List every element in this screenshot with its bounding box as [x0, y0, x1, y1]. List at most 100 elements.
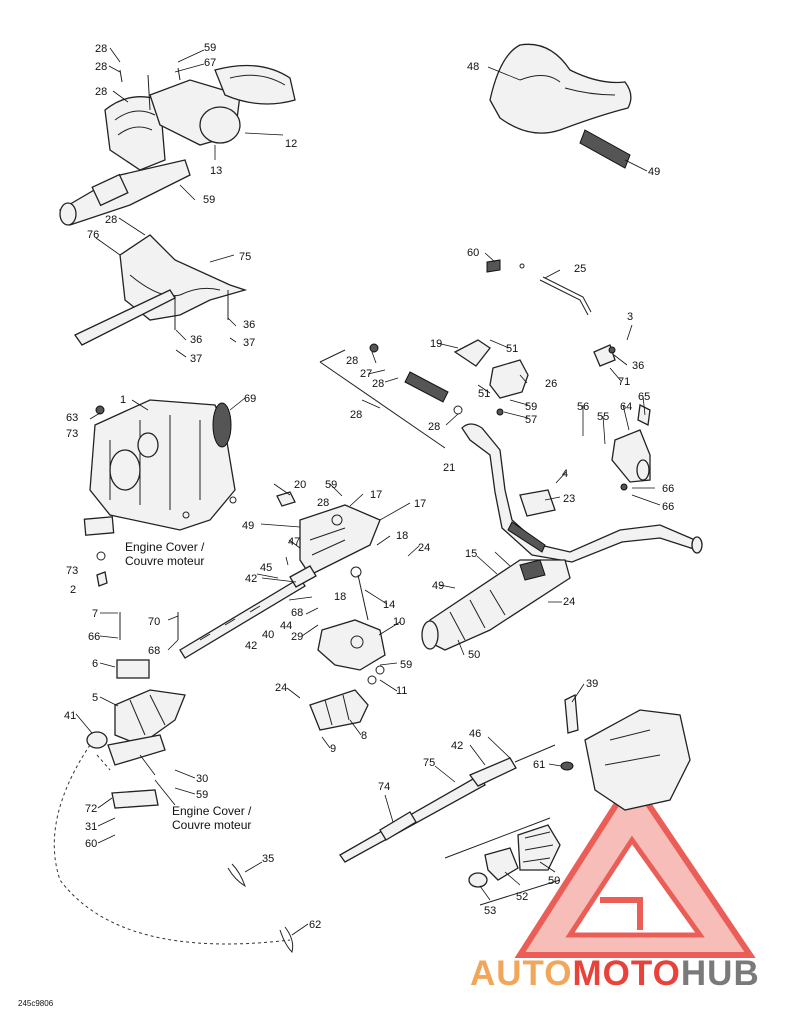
- steering-support-bracket: [74, 234, 248, 346]
- callout-47: 48: [467, 61, 479, 73]
- callout-46: 47: [288, 536, 300, 548]
- watermark-hub: HUB: [681, 954, 760, 993]
- steering-shaft: [179, 565, 317, 659]
- callout-40: 41: [64, 710, 76, 722]
- leader-lines: [75, 47, 661, 936]
- handlebar-padding: [489, 43, 632, 169]
- watermark-moto: MOTO: [573, 954, 681, 993]
- callout-10: 10: [393, 616, 405, 628]
- tilt-bracket: [593, 344, 616, 367]
- svg-text:Engine Cover /: Engine Cover /: [172, 804, 252, 818]
- diagram-code: 245c9806: [18, 999, 54, 1008]
- callout-28: 28: [372, 378, 384, 390]
- callout-66: 68: [148, 645, 160, 657]
- callout-68: 69: [244, 393, 256, 405]
- callout-36: 36: [243, 319, 255, 331]
- callout-75: 75: [239, 251, 251, 263]
- callout-1: 1: [120, 394, 126, 406]
- callout-24: 24: [275, 682, 287, 694]
- jet-nozzle: [560, 693, 691, 811]
- callout-59: 60: [85, 838, 97, 850]
- handlebar-cover-assembly: [59, 64, 296, 226]
- steering-cable: [339, 744, 556, 863]
- callout-61: 63: [66, 412, 78, 424]
- clamps: [227, 863, 294, 953]
- callout-41: 42: [245, 640, 257, 652]
- callout-69: 70: [148, 616, 160, 628]
- callout-7: 7: [92, 608, 98, 620]
- callout-17: 18: [396, 530, 408, 542]
- svg-text:Couvre moteur: Couvre moteur: [172, 818, 251, 832]
- callout-37: 37: [243, 337, 255, 349]
- callout-59: 59: [525, 401, 537, 413]
- engine-housing: [89, 399, 237, 531]
- callout-55: 55: [597, 411, 609, 423]
- callout-76: 76: [87, 229, 99, 241]
- callout-39: 40: [262, 629, 274, 641]
- callout-14: 14: [383, 599, 395, 611]
- callout-18: 18: [334, 591, 346, 603]
- callout-59: 61: [533, 759, 545, 771]
- callout-73: 73: [66, 428, 78, 440]
- handlebar: [461, 423, 703, 563]
- callout-65: 66: [662, 483, 674, 495]
- callout-26: 26: [545, 378, 557, 390]
- callout-21: 21: [443, 462, 455, 474]
- throttle-housing: [611, 404, 651, 491]
- callout-45: 46: [469, 728, 481, 740]
- callout-58: 60: [467, 247, 479, 259]
- engine-cover-hardware-left: [83, 405, 115, 587]
- callout-49: 49: [242, 520, 254, 532]
- callout-31: 28: [346, 355, 358, 367]
- callout-13: 13: [210, 165, 222, 177]
- callout-59: 59: [400, 659, 412, 671]
- callout-28: 28: [95, 61, 107, 73]
- callout-24: 24: [418, 542, 430, 554]
- callout-51: 51: [506, 343, 518, 355]
- callout-28: 28: [317, 497, 329, 509]
- callout-50: 50: [548, 875, 560, 887]
- callout-43: 44: [280, 620, 292, 632]
- callout-64: 66: [662, 501, 674, 513]
- watermark-logo: [514, 774, 756, 958]
- callout-27: 28: [350, 409, 362, 421]
- callout-70: 72: [85, 803, 97, 815]
- throttle-cable: [486, 259, 592, 316]
- callout-72: 71: [618, 376, 630, 388]
- callout-59: 59: [203, 194, 215, 206]
- callout-66: 67: [204, 57, 216, 69]
- watermark-auto: AUTO: [470, 954, 573, 993]
- callout-36: 36: [190, 334, 202, 346]
- callout-35: 35: [262, 853, 274, 865]
- watermark-text: AUTOMOTOHUB: [470, 954, 760, 993]
- callout-49: 50: [468, 649, 480, 661]
- callout-36: 36: [632, 360, 644, 372]
- callout-32: 28: [105, 214, 117, 226]
- svg-text:Couvre moteur: Couvre moteur: [125, 554, 204, 568]
- callout-42: 42: [451, 740, 463, 752]
- callout-54: 59: [204, 42, 216, 54]
- callout-62: 64: [620, 401, 632, 413]
- callout-20: 20: [294, 479, 306, 491]
- callout-59: 59: [325, 479, 337, 491]
- callout-52: 52: [516, 891, 528, 903]
- callout-11: 11: [396, 685, 407, 697]
- engine-cover-note-1: Engine Cover / Couvre moteur: [125, 540, 205, 568]
- callout-53: 53: [484, 905, 496, 917]
- callout-56: 56: [577, 401, 589, 413]
- callout-4: 4: [562, 468, 568, 480]
- callout-8: 8: [361, 730, 367, 742]
- callout-labels: 28 28 28 59 67 12 13 59 28 76 75 36 37 3…: [64, 42, 674, 931]
- callout-34: 28: [95, 43, 107, 55]
- callout-73: 73: [66, 565, 78, 577]
- callout-16: 17: [414, 498, 426, 510]
- callout-3: 3: [627, 311, 633, 323]
- callout-15: 15: [465, 548, 477, 560]
- callout-22: 23: [563, 493, 575, 505]
- callout-37: 37: [190, 353, 202, 365]
- callout-2: 2: [70, 584, 76, 596]
- callout-38: 39: [586, 678, 598, 690]
- callout-42: 42: [245, 573, 257, 585]
- svg-text:Engine Cover /: Engine Cover /: [125, 540, 205, 554]
